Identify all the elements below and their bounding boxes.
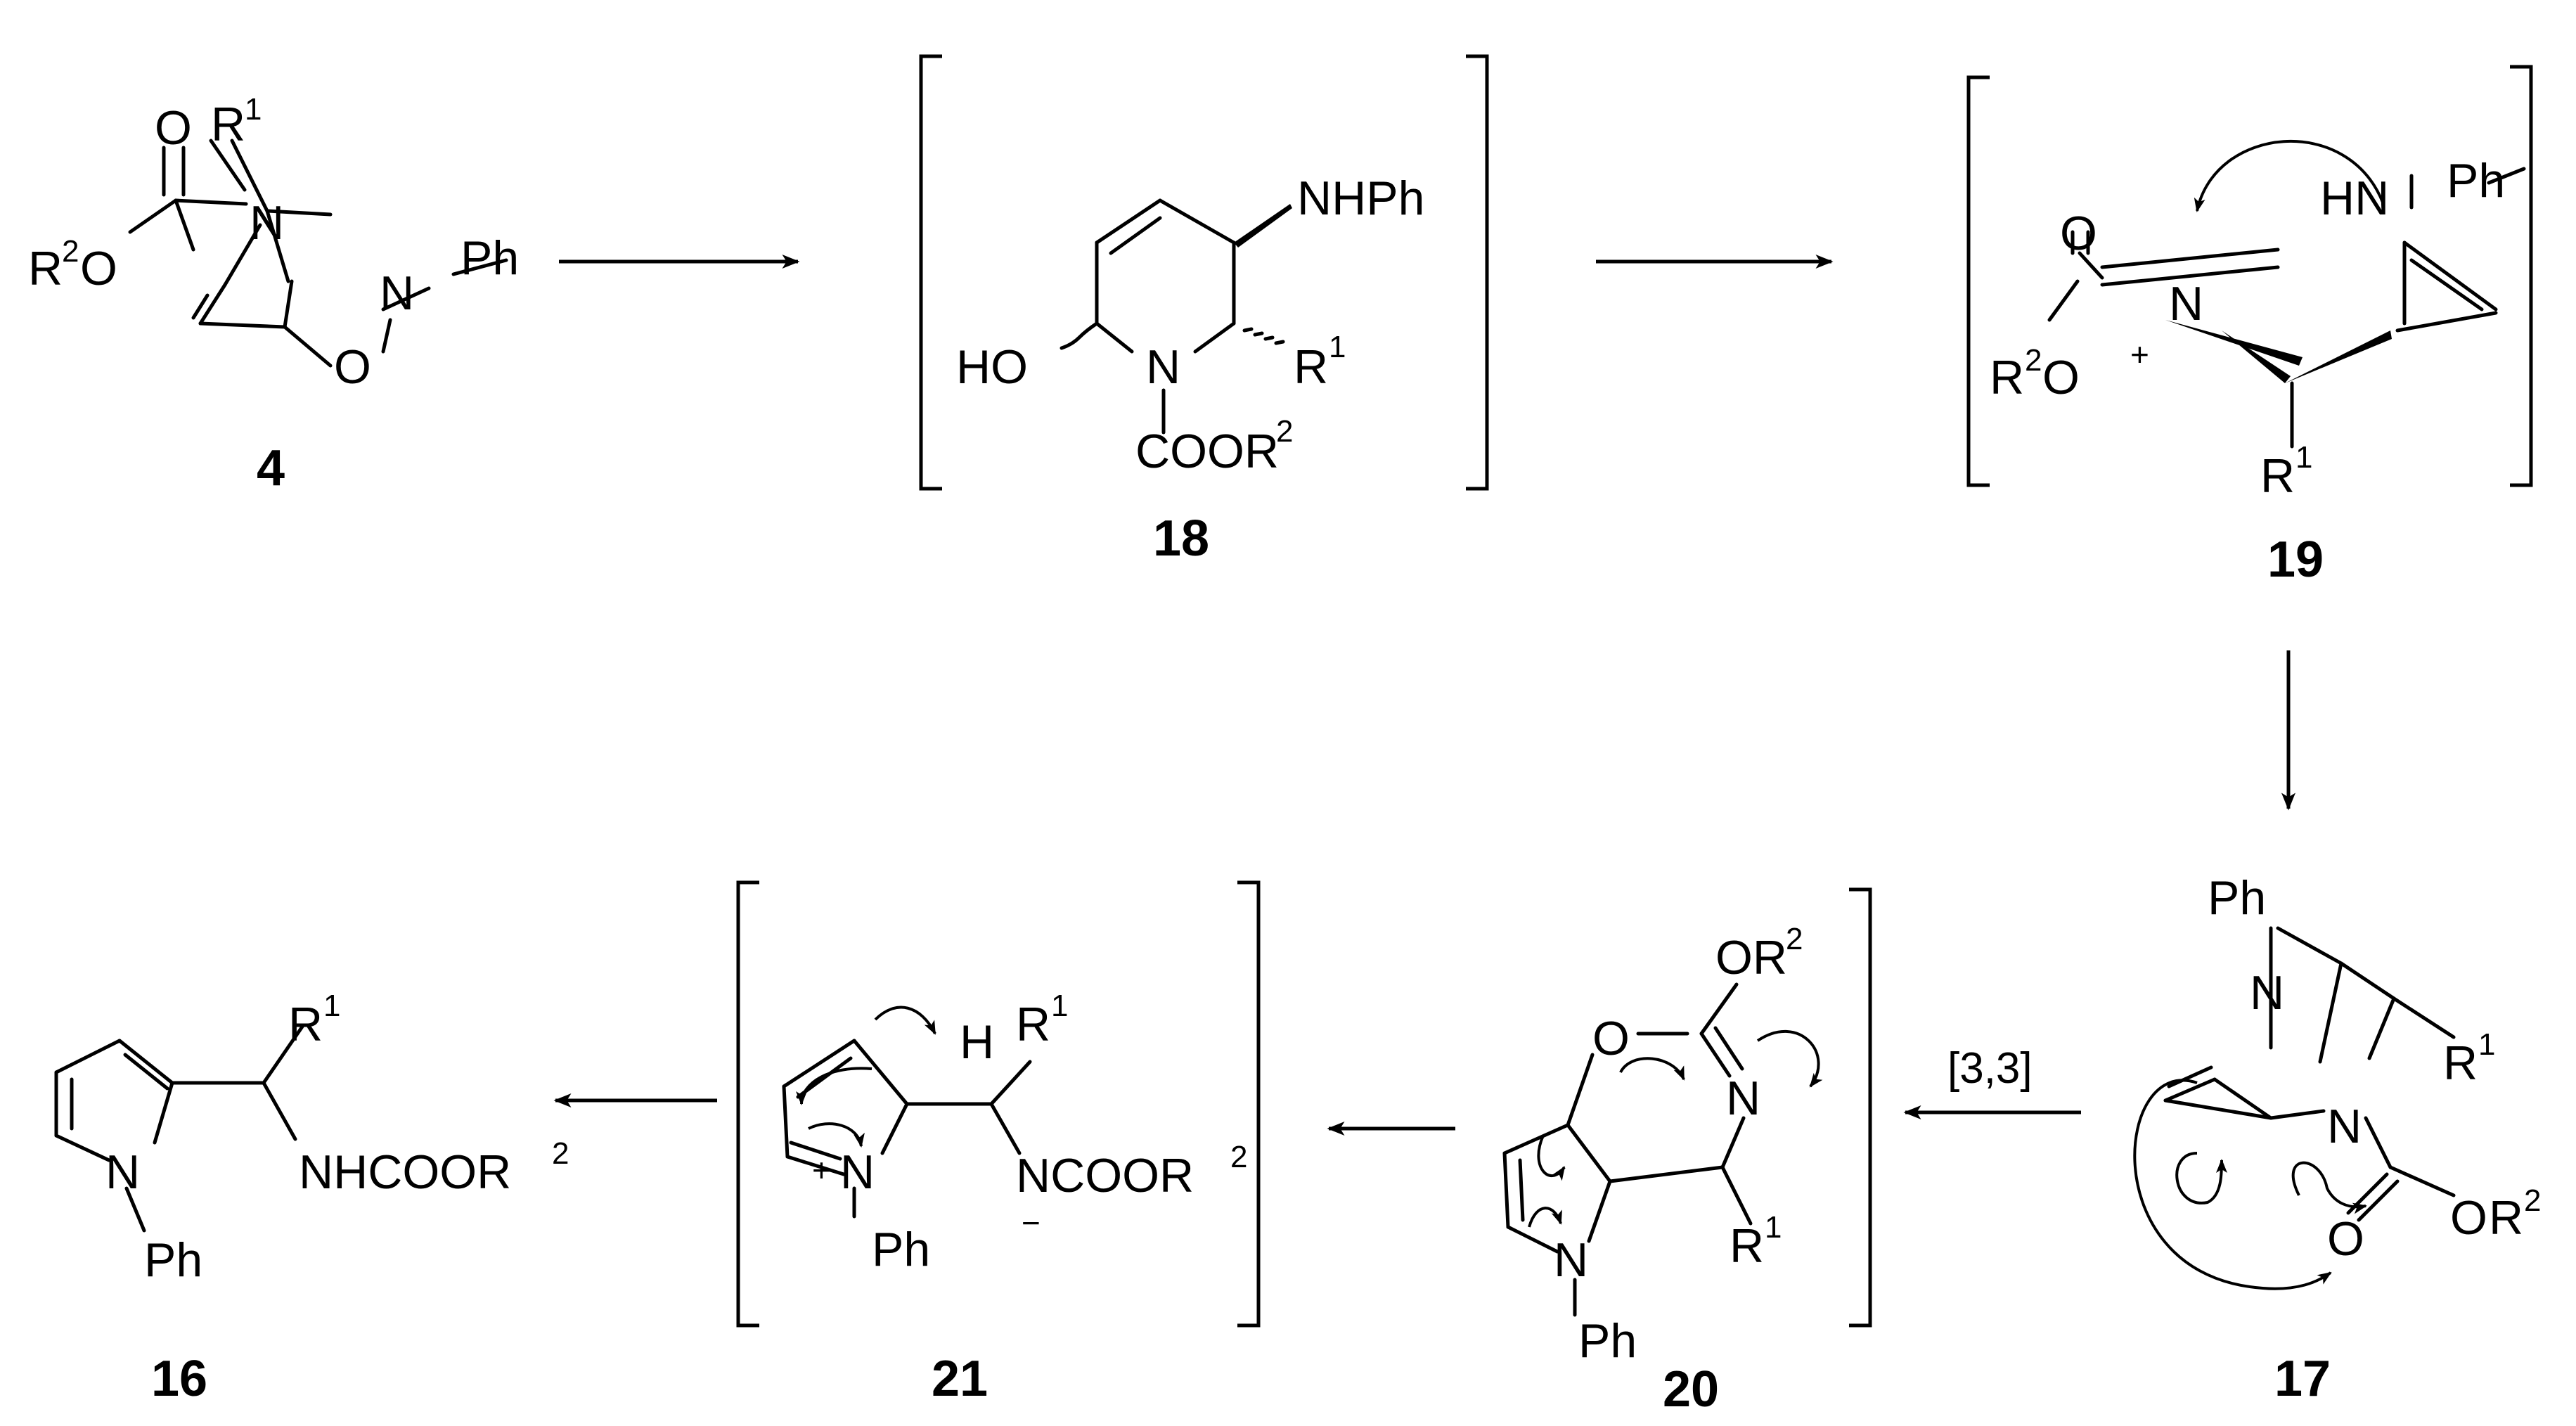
r1-label-16: R [288, 998, 323, 1051]
or2-r-label-17: R [2489, 1191, 2523, 1245]
compound-19: HN Ph O N + R 2 O R 1 19 [1966, 65, 2533, 588]
r1-superscript-16: 1 [323, 989, 340, 1023]
curly-arrow-21-a [874, 1006, 936, 1035]
nhph-label-18: NHPh [1297, 172, 1424, 225]
h-label-21: H [960, 1015, 994, 1069]
curly-arrow-20-a [1537, 1135, 1566, 1181]
coor-label-18: COOR [1135, 425, 1279, 478]
r1-label-4: R [211, 98, 245, 151]
r1-label-21: R [1016, 998, 1050, 1051]
curly-arrow-21-c [808, 1122, 865, 1148]
n-phenyl-nitrogen-4: N [380, 266, 414, 320]
ph-label-19: Ph [2447, 154, 2505, 207]
curly-arrow-21-b [796, 1067, 872, 1105]
compound-17: Ph N N R 1 O R 2 O 17 [2133, 871, 2541, 1407]
ring-nitrogen-18: N [1146, 340, 1180, 394]
compound-number-18: 18 [1153, 510, 1209, 567]
wavy-bond-18 [1060, 321, 1099, 350]
ring-nitrogen-20: N [1726, 1072, 1760, 1125]
hn-label-19: HN [2320, 172, 2389, 225]
compound-20: O OR 2 N N Ph R 1 20 [1502, 887, 1872, 1418]
r2-superscript-16: 2 [552, 1136, 569, 1171]
ph-label-4: Ph [461, 231, 519, 285]
r2-superscript-19: 2 [2025, 343, 2042, 378]
r2-superscript-20: 2 [1786, 922, 1803, 956]
curly-arrow-19 [2194, 140, 2385, 212]
carbonyl-oxygen-4: O [155, 101, 192, 155]
curly-arrow-17-outer [2133, 1079, 2332, 1290]
compound-number-4: 4 [257, 440, 285, 496]
compound-number-16: 16 [151, 1351, 207, 1407]
r2-superscript-18: 2 [1276, 414, 1293, 449]
wedge-bond-18 [1234, 204, 1292, 248]
plus-charge-21: + [812, 1152, 831, 1188]
r1-superscript-20: 1 [1765, 1210, 1782, 1245]
sigmatropic-condition-label: [3,3] [1947, 1044, 2033, 1093]
compound-4: O R 1 R 2 O N N Ph O 4 [28, 92, 519, 496]
carbamate-nitrogen-17: N [2327, 1100, 2362, 1153]
ncoor-label-21: NCOOR [1016, 1149, 1194, 1202]
carbonyl-oxygen-19: O [2060, 207, 2097, 260]
compound-21: H R 1 N + Ph NCOOR 2 − 21 [736, 880, 1261, 1407]
curly-arrow-20-c [1619, 1057, 1685, 1081]
compound-number-20: 20 [1663, 1361, 1719, 1418]
r1-superscript-21: 1 [1051, 989, 1068, 1023]
compound-16: R 1 N Ph NHCOOR 2 16 [54, 989, 569, 1407]
r1-label-20: R [1730, 1219, 1764, 1273]
r2-superscript-21: 2 [1230, 1140, 1247, 1174]
minus-charge-21: − [1022, 1205, 1041, 1241]
compound-18: NHPh HO N R 1 COOR 2 18 [919, 54, 1489, 567]
compound-number-21: 21 [932, 1351, 988, 1407]
r1-superscript-17: 1 [2478, 1027, 2495, 1062]
r1-superscript-4: 1 [245, 92, 262, 127]
r1-superscript-18: 1 [1329, 330, 1346, 364]
r1-label-18: R [1294, 340, 1328, 394]
curly-arrow-17-inner-left [2175, 1152, 2227, 1205]
ph-label-16: Ph [144, 1233, 202, 1287]
curly-arrow-17-inner-right [2291, 1161, 2367, 1214]
ester-oxygen-19: O [2042, 351, 2080, 404]
ring-nitrogen-4: N [250, 196, 284, 250]
ring-oxygen-4: O [334, 340, 371, 394]
ester-oxygen-4: O [80, 242, 117, 295]
curly-arrow-20-b [1528, 1207, 1562, 1228]
ph-label-17: Ph [2208, 871, 2266, 925]
pyrrolium-nitrogen-21: N [840, 1145, 875, 1199]
pyrrole-nitrogen-16: N [105, 1145, 140, 1199]
plus-charge-19: + [2130, 336, 2149, 373]
or2-label-20: OR [1715, 931, 1787, 984]
hash-bond-18 [1242, 327, 1285, 345]
compound-number-19: 19 [2267, 532, 2324, 588]
r1-superscript-19: 1 [2295, 440, 2312, 475]
r2-superscript-17: 2 [2524, 1183, 2541, 1218]
ph-label-20: Ph [1578, 1314, 1637, 1368]
iminium-nitrogen-19: N [2169, 277, 2203, 330]
carbonyl-oxygen-17: O [2327, 1212, 2364, 1266]
r2-superscript-4: 2 [62, 234, 79, 269]
r1-label-17: R [2443, 1036, 2478, 1090]
ring-oxygen-20: O [1592, 1012, 1630, 1065]
curly-arrow-20-d [1756, 1030, 1823, 1088]
ester-oxygen-17: O [2450, 1191, 2487, 1245]
compound-number-17: 17 [2274, 1351, 2331, 1407]
ester-r2-label-4: R [28, 242, 63, 295]
pyrrole-nitrogen-20: N [1554, 1233, 1588, 1287]
ph-label-21: Ph [872, 1223, 930, 1276]
r1-label-19: R [2260, 449, 2295, 503]
ho-label-18: HO [956, 340, 1028, 394]
bridge-nitrogen-17: N [2250, 966, 2284, 1020]
ester-r2-label-19: R [1990, 351, 2024, 404]
nhcoor-label-16: NHCOOR [299, 1145, 511, 1199]
